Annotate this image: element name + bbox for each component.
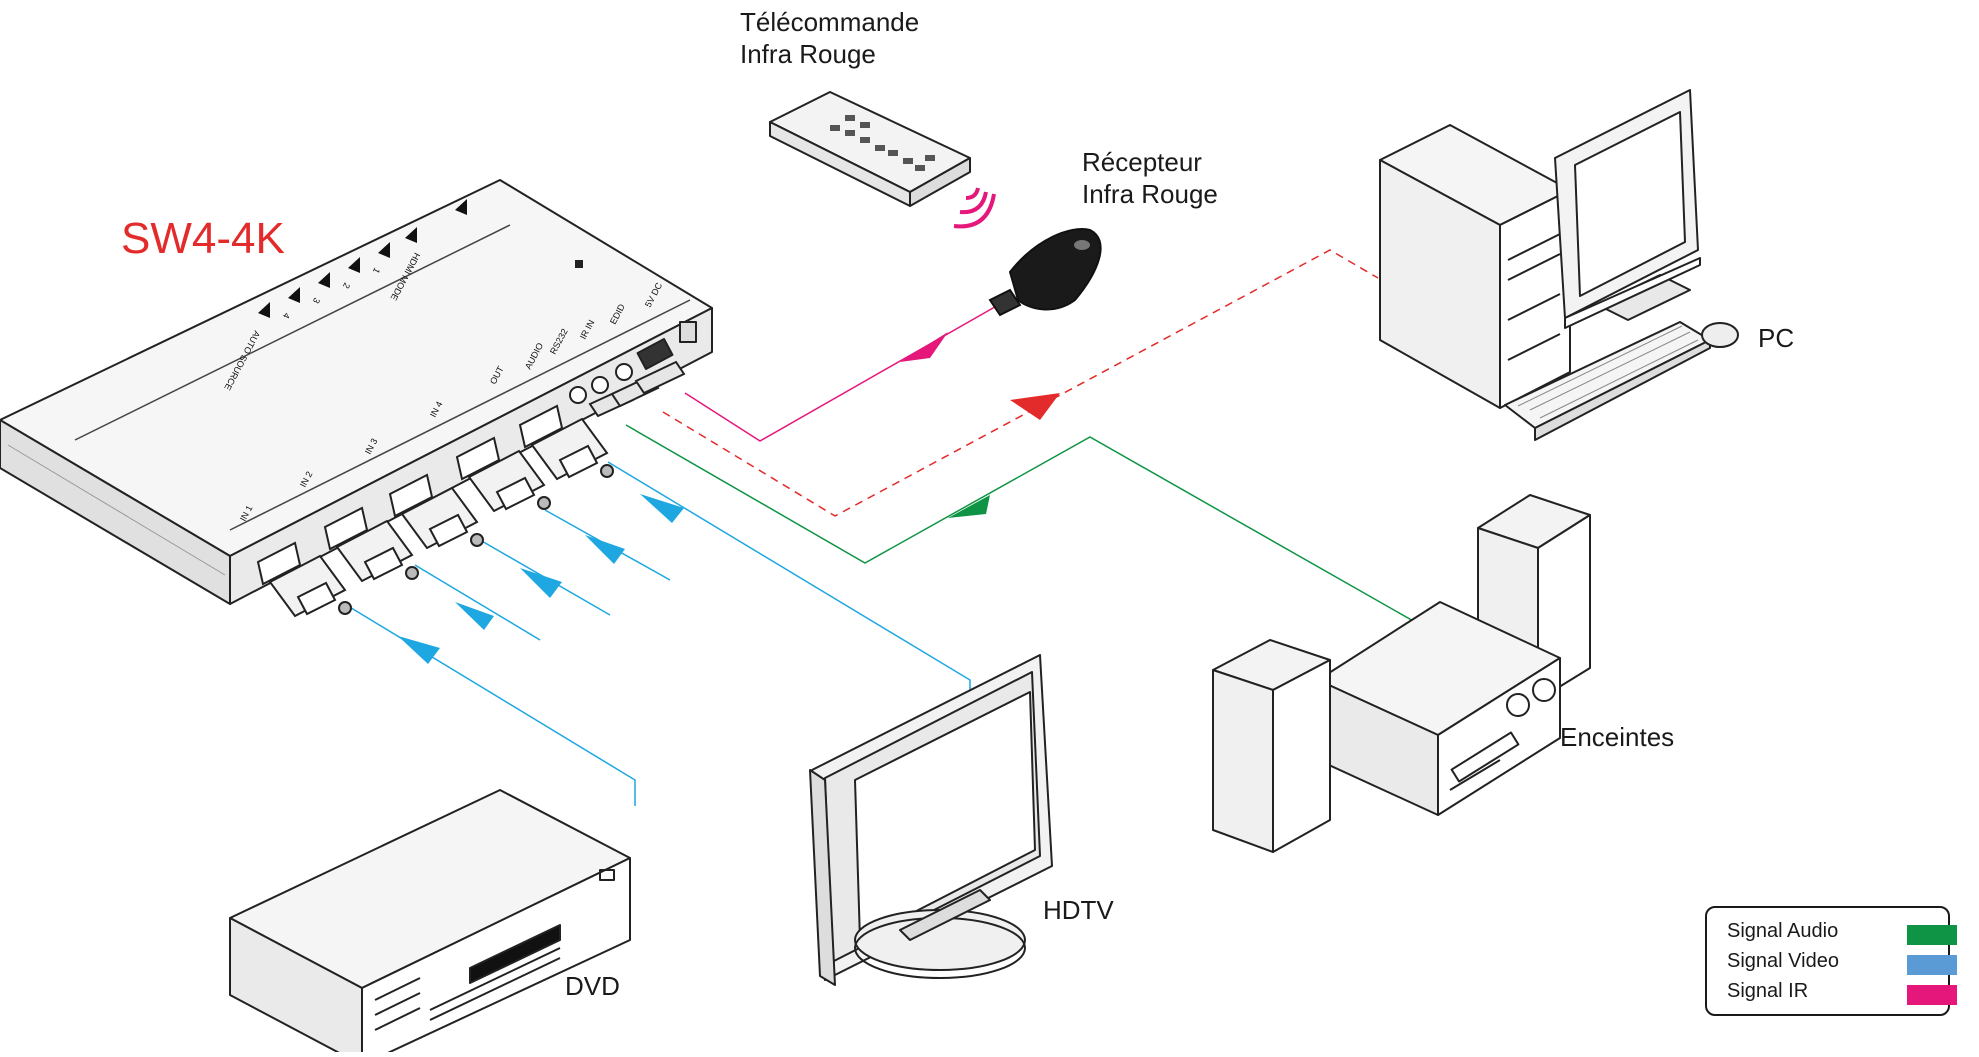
hdtv-label: HDTV xyxy=(1043,895,1114,925)
switch-buttons xyxy=(258,199,467,318)
video-arrows xyxy=(398,494,684,664)
remote-label-line1: Télécommande xyxy=(740,7,920,37)
diagram-title: SW4-4K xyxy=(121,214,285,263)
power-jack xyxy=(679,321,697,343)
receiver-label-line2: Infra Rouge xyxy=(1082,179,1218,209)
rs232-jack xyxy=(591,376,609,394)
remote-label-line2: Infra Rouge xyxy=(740,39,876,69)
port-in4 xyxy=(455,436,551,513)
video-line-in2 xyxy=(414,564,541,641)
arrow-video-in4 xyxy=(585,535,625,564)
port-in2 xyxy=(323,506,419,583)
hdmi-ports xyxy=(256,360,686,618)
pc-mouse xyxy=(1701,322,1739,348)
switch-side-face xyxy=(0,419,231,605)
edid-switch xyxy=(636,338,674,370)
ir-receiver xyxy=(988,228,1102,317)
legend-audio-label: Signal Audio xyxy=(1727,920,1839,942)
port-in3 xyxy=(388,473,484,550)
audio-jack xyxy=(569,386,587,404)
arrow-video-in2 xyxy=(455,602,494,630)
receiver-label: Récepteur Infra Rouge xyxy=(1082,146,1218,210)
status-led xyxy=(575,260,583,268)
rs232-signal-line xyxy=(662,249,1379,517)
receiver-label-line1: Récepteur xyxy=(1082,147,1202,177)
arrow-rs232 xyxy=(1010,393,1060,420)
legend-row-ir: Signal IR xyxy=(1727,980,1957,1008)
video-line-hdtv xyxy=(607,461,971,700)
legend-row-video: Signal Video xyxy=(1727,950,1957,978)
dvd-label: DVD xyxy=(565,971,620,1001)
legend-row-audio: Signal Audio xyxy=(1727,920,1957,948)
port-in1 xyxy=(256,541,352,618)
speakers-label: Enceintes xyxy=(1560,722,1675,752)
legend-video-swatch xyxy=(1907,955,1957,975)
ir-signal-line xyxy=(684,303,1001,442)
legend-video-label: Signal Video xyxy=(1727,950,1839,972)
ir-emission-icon xyxy=(953,187,996,229)
arrow-video-dvd xyxy=(398,636,440,664)
label-btn-2: 2 xyxy=(341,281,352,290)
legend-ir-label: Signal IR xyxy=(1727,980,1809,1002)
speaker-system xyxy=(1212,494,1591,853)
arrow-video-out xyxy=(640,494,684,523)
legend-ir-swatch xyxy=(1907,985,1957,1005)
signal-legend: Signal Audio Signal Video Signal IR xyxy=(1705,906,1957,1016)
legend-audio-swatch xyxy=(1907,925,1957,945)
arrow-ir xyxy=(900,332,948,362)
label-btn-1: 1 xyxy=(371,266,382,275)
dvd-player xyxy=(229,789,631,1057)
hdtv xyxy=(809,654,1053,986)
label-btn-3: 3 xyxy=(311,296,322,305)
label-btn-4: 4 xyxy=(281,311,292,320)
port-out xyxy=(518,404,614,481)
audio-signal-line xyxy=(625,424,1416,623)
video-line-dvd xyxy=(347,605,636,806)
ir-plug xyxy=(634,360,686,395)
ir-remote xyxy=(769,91,971,207)
remote-label: Télécommande Infra Rouge xyxy=(740,6,919,70)
pc xyxy=(1379,89,1739,441)
ir-in-jack xyxy=(615,363,633,381)
arrow-audio xyxy=(948,495,990,518)
pc-label: PC xyxy=(1758,323,1795,353)
arrow-video-in3 xyxy=(520,568,562,598)
